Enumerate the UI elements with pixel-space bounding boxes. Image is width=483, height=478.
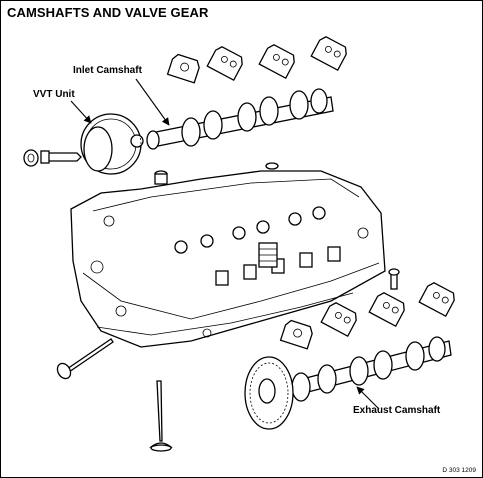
figure-reference: D 303 1209 <box>442 467 476 474</box>
page-title: CAMSHAFTS AND VALVE GEAR <box>7 5 209 20</box>
valves <box>56 338 173 452</box>
leader-lines <box>70 78 380 410</box>
vvt-bolt <box>23 149 82 167</box>
inlet-bearing-caps <box>166 36 347 84</box>
inlet-camshaft-drawing <box>146 88 334 150</box>
exhaust-bearing-caps <box>279 268 455 350</box>
vvt-unit-drawing <box>80 113 144 175</box>
exhaust-sprocket-drawing <box>244 356 294 430</box>
exhaust-camshaft-label: Exhaust Camshaft <box>353 405 441 416</box>
cylinder-head-drawing <box>70 170 386 348</box>
vvt-unit-label: VVT Unit <box>33 89 75 100</box>
inlet-camshaft-label: Inlet Camshaft <box>73 65 142 76</box>
